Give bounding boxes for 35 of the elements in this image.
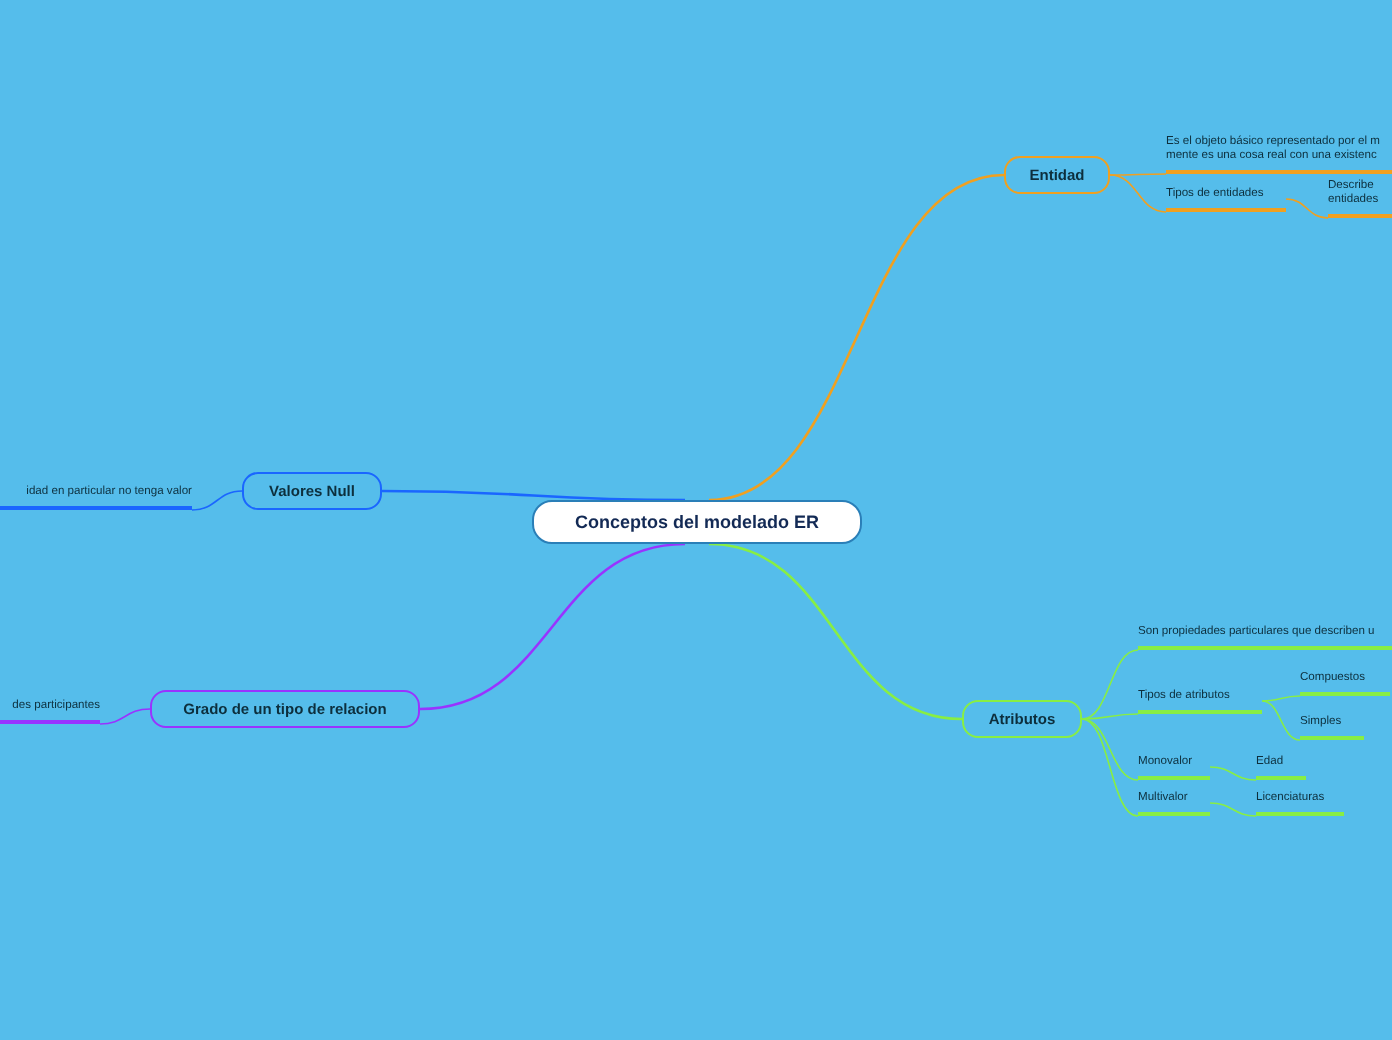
connector-line (1081, 718, 1139, 781)
subtopic-underline (1300, 714, 1364, 740)
topic-box (962, 700, 1082, 738)
connector-line (708, 173, 1005, 502)
connector-line (1285, 198, 1329, 219)
subtopic-underline (1166, 132, 1392, 174)
subtopic-underline (0, 698, 100, 724)
connector-line (1261, 695, 1301, 702)
subtopic-underline (1166, 186, 1286, 212)
connector-line (1109, 173, 1167, 176)
connector-line (1109, 174, 1167, 213)
connector-line (1261, 700, 1301, 741)
subtopic-underline (1138, 688, 1262, 714)
connector-line (1209, 802, 1257, 817)
subtopic-underline (1328, 180, 1392, 218)
subtopic-underline (1138, 790, 1210, 816)
connector-line (1081, 718, 1139, 817)
topic-box (242, 472, 382, 510)
connector-line (1209, 766, 1257, 781)
subtopic-underline (1256, 754, 1306, 780)
subtopic-underline (1138, 624, 1392, 650)
connector-line (382, 489, 685, 502)
connector-line (99, 708, 151, 725)
connector-line (1081, 713, 1139, 720)
topic-box (150, 690, 420, 728)
connector-line (1081, 649, 1139, 720)
connector-line (191, 490, 243, 511)
central-topic-box (532, 500, 862, 544)
subtopic-underline (1256, 790, 1344, 816)
topic-box (1004, 156, 1110, 194)
subtopic-underline (1138, 754, 1210, 780)
connector-line (419, 542, 686, 711)
connector-line (708, 542, 963, 721)
topic-label: Conceptos del modelado ER (574, 512, 819, 532)
subtopic-underline (1300, 670, 1390, 696)
